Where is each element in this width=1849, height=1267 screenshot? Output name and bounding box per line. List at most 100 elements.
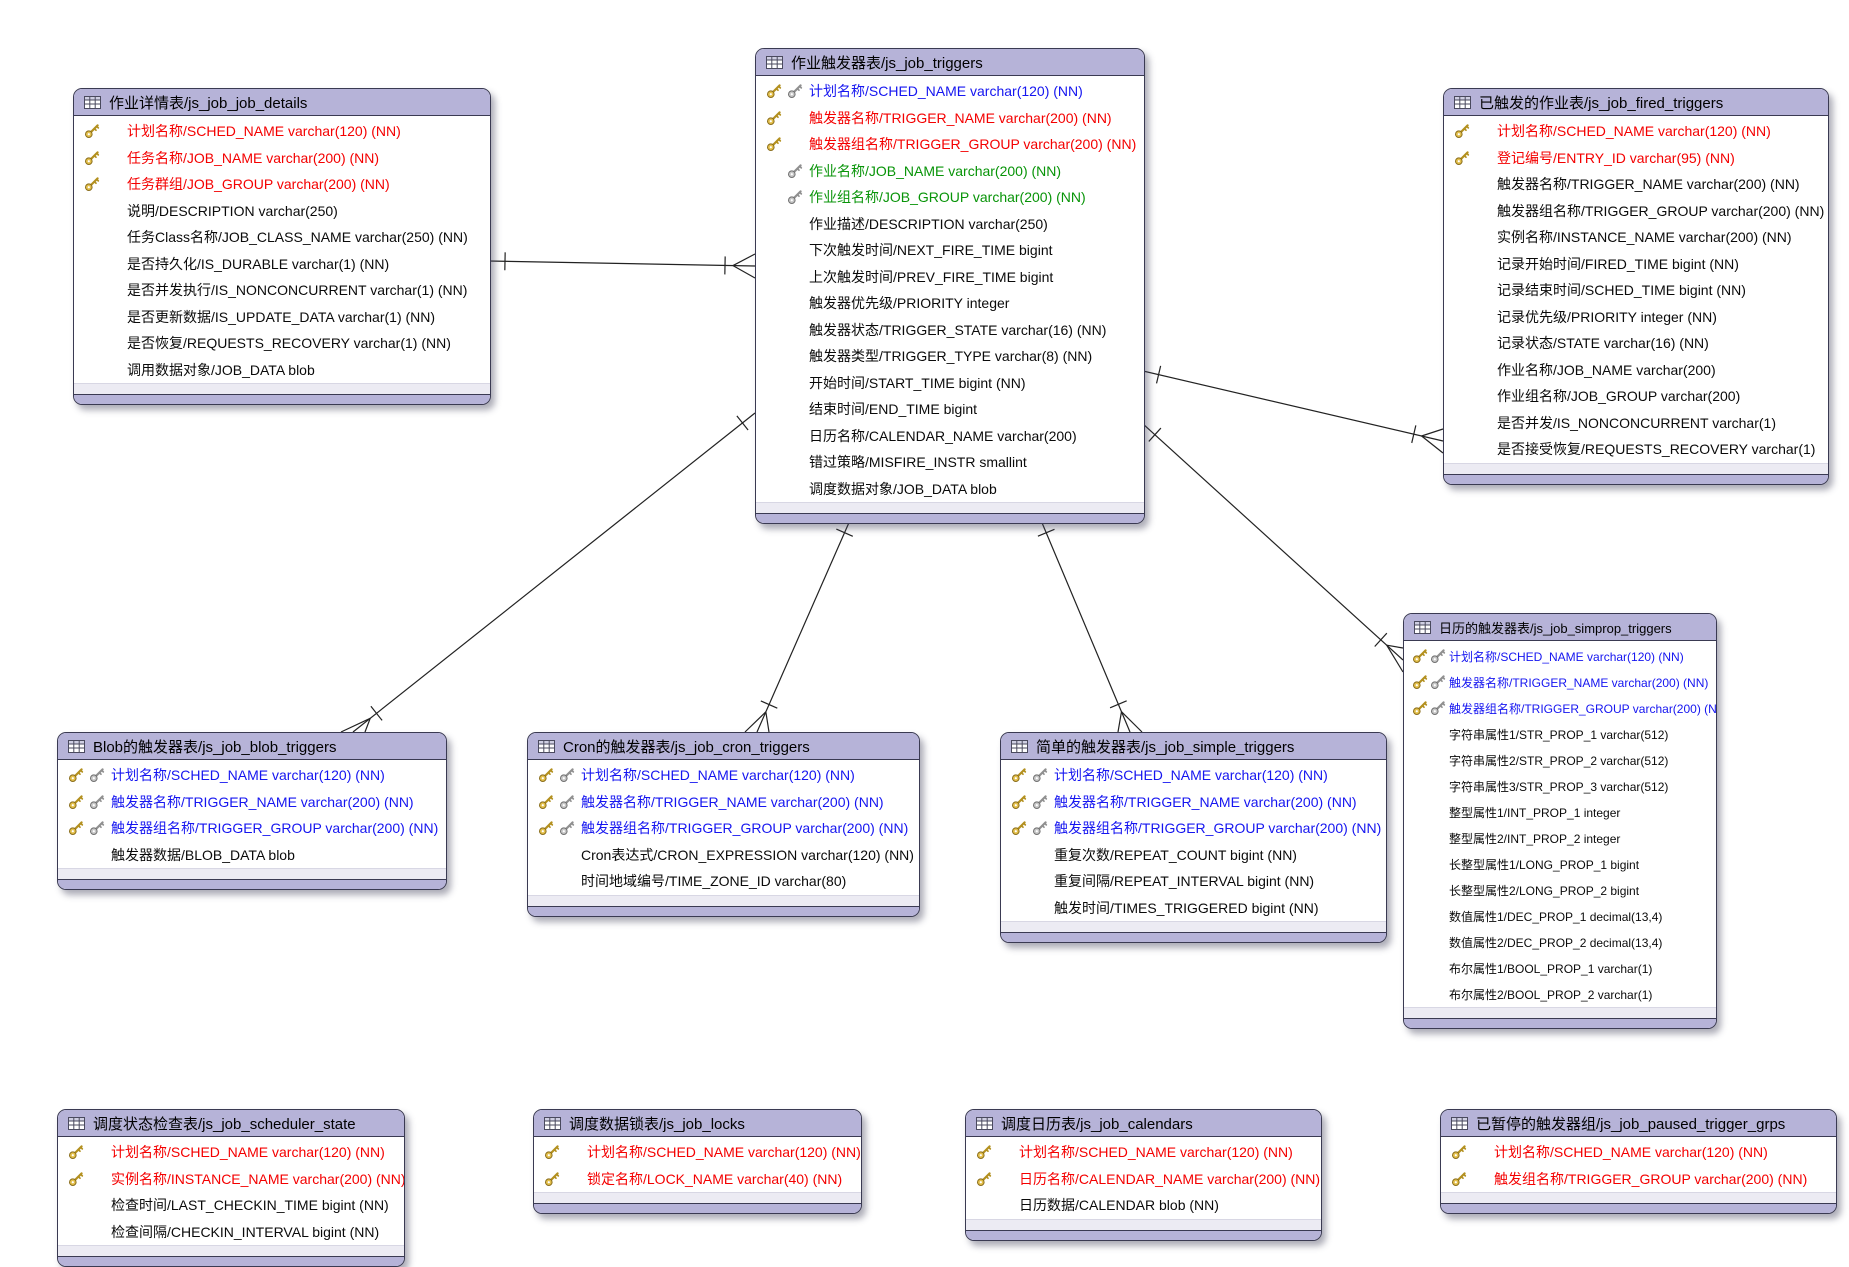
entity-footer-bar	[74, 394, 490, 404]
relationship-js_job_triggers-js_job_blob_triggers[interactable]	[340, 412, 756, 733]
pk-slot	[1454, 123, 1475, 139]
column-definition: 布尔属性1/BOOL_PROP_1 varchar(1)	[1449, 961, 1653, 976]
entity-header: Cron的触发器表/js_job_cron_triggers	[528, 733, 919, 760]
relationship-js_job_triggers-js_job_simple_triggers[interactable]	[1037, 517, 1143, 733]
entity-columns: 计划名称/SCHED_NAME varchar(120) (NN) 触发器名称/…	[756, 76, 1144, 502]
fk-slot	[787, 163, 808, 179]
table-icon	[544, 1116, 561, 1130]
column-definition: 检查间隔/CHECKIN_INTERVAL bigint (NN)	[111, 1223, 380, 1240]
entity-js_job_simprop_triggers[interactable]: 日历的触发器表/js_job_simprop_triggers 计划名称/SCH…	[1403, 613, 1717, 1029]
entity-js_job_triggers[interactable]: 作业触发器表/js_job_triggers 计划名称/SCHED_NAME v…	[755, 48, 1145, 524]
entity-footer-bar	[966, 1229, 1321, 1240]
column-row: 整型属性2/INT_PROP_2 integer	[1404, 825, 1716, 851]
column-definition: 字符串属性3/STR_PROP_3 varchar(512)	[1449, 779, 1669, 794]
entity-footer-strip	[74, 383, 490, 394]
column-definition: 错过策略/MISFIRE_INSTR smallint	[809, 454, 1027, 471]
pk-slot	[766, 136, 787, 152]
column-row: 是否恢复/REQUESTS_RECOVERY varchar(1) (NN)	[74, 330, 490, 357]
column-definition: 任务Class名称/JOB_CLASS_NAME varchar(250) (N…	[127, 229, 468, 246]
primary-key-icon	[545, 1172, 560, 1186]
column-definition: 数值属性2/DEC_PROP_2 decimal(13,4)	[1449, 935, 1663, 950]
column-definition: 作业名称/JOB_NAME varchar(200) (NN)	[809, 162, 1062, 179]
fk-slot	[1430, 700, 1448, 716]
column-definition: 作业描述/DESCRIPTION varchar(250)	[809, 215, 1048, 232]
entity-header: 已暂停的触发器组/js_job_paused_trigger_grps	[1441, 1110, 1836, 1137]
primary-key-icon	[1452, 1172, 1467, 1186]
pk-slot	[1451, 1171, 1472, 1187]
column-row: 数值属性2/DEC_PROP_2 decimal(13,4)	[1404, 929, 1716, 955]
column-definition: 说明/DESCRIPTION varchar(250)	[127, 202, 338, 219]
primary-key-icon	[539, 768, 554, 783]
column-definition: 是否并发执行/IS_NONCONCURRENT varchar(1) (NN)	[127, 282, 468, 299]
foreign-key-icon	[788, 190, 803, 205]
column-row: 重复间隔/REPEAT_INTERVAL bigint (NN)	[1001, 868, 1386, 895]
column-row: 作业名称/JOB_NAME varchar(200)	[1444, 357, 1828, 384]
column-definition: 任务群组/JOB_GROUP varchar(200) (NN)	[127, 176, 390, 193]
table-icon	[766, 55, 783, 69]
column-row: 触发器类型/TRIGGER_TYPE varchar(8) (NN)	[756, 343, 1144, 370]
entity-columns: 计划名称/SCHED_NAME varchar(120) (NN) 实例名称/I…	[58, 1137, 404, 1245]
entity-js_job_blob_triggers[interactable]: Blob的触发器表/js_job_blob_triggers 计划名称/SCHE…	[57, 732, 447, 890]
table-icon	[84, 95, 101, 109]
relationship-js_job_job_details-js_job_triggers[interactable]	[488, 252, 756, 279]
column-row: 重复次数/REPEAT_COUNT bigint (NN)	[1001, 842, 1386, 869]
entity-js_job_simple_triggers[interactable]: 简单的触发器表/js_job_simple_triggers 计划名称/SCHE…	[1000, 732, 1387, 943]
column-definition: 触发器组名称/TRIGGER_GROUP varchar(200) (NN)	[1449, 701, 1717, 716]
column-row: 触发器优先级/PRIORITY integer	[756, 290, 1144, 317]
column-definition: 记录开始时间/FIRED_TIME bigint (NN)	[1497, 255, 1739, 272]
entity-footer-strip	[1001, 921, 1386, 932]
column-row: 计划名称/SCHED_NAME varchar(120) (NN)	[58, 1139, 404, 1166]
relationship-js_job_triggers-js_job_fired_triggers[interactable]	[1142, 365, 1444, 454]
column-definition: 计划名称/SCHED_NAME varchar(120) (NN)	[1494, 1144, 1768, 1161]
entity-header: Blob的触发器表/js_job_blob_triggers	[58, 733, 446, 760]
column-definition: 触发器组名称/TRIGGER_GROUP varchar(200) (NN)	[809, 136, 1137, 153]
entity-js_job_calendars[interactable]: 调度日历表/js_job_calendars 计划名称/SCHED_NAME v…	[965, 1109, 1322, 1241]
primary-key-icon	[1452, 1145, 1467, 1160]
fk-slot	[1430, 648, 1448, 664]
column-definition: 结束时间/END_TIME bigint	[809, 401, 978, 418]
entity-js_job_cron_triggers[interactable]: Cron的触发器表/js_job_cron_triggers 计划名称/SCHE…	[527, 732, 920, 917]
foreign-key-icon	[1033, 795, 1048, 809]
column-row: 实例名称/INSTANCE_NAME varchar(200) (NN)	[58, 1166, 404, 1193]
relationship-js_job_triggers-js_job_simprop_triggers[interactable]	[1142, 423, 1404, 673]
column-definition: 触发器名称/TRIGGER_NAME varchar(200) (NN)	[111, 793, 414, 810]
column-row: 触发器名称/TRIGGER_NAME varchar(200) (NN)	[756, 105, 1144, 132]
column-definition: 日历名称/CALENDAR_NAME varchar(200) (NN)	[1019, 1170, 1321, 1187]
column-row: 计划名称/SCHED_NAME varchar(120) (NN)	[1441, 1139, 1836, 1166]
column-row: 触发器数据/BLOB_DATA blob	[58, 842, 446, 869]
entity-js_job_fired_triggers[interactable]: 已触发的作业表/js_job_fired_triggers 计划名称/SCHED…	[1443, 88, 1829, 485]
fk-slot	[559, 767, 580, 783]
column-row: 记录优先级/PRIORITY integer (NN)	[1444, 304, 1828, 331]
fk-slot	[559, 794, 580, 810]
column-row: 计划名称/SCHED_NAME varchar(120) (NN)	[1001, 762, 1386, 789]
column-row: 是否接受恢复/REQUESTS_RECOVERY varchar(1)	[1444, 436, 1828, 463]
relationship-js_job_triggers-js_job_cron_triggers[interactable]	[744, 517, 854, 733]
entity-header: 作业详情表/js_job_job_details	[74, 89, 490, 116]
entity-js_job_locks[interactable]: 调度数据锁表/js_job_locks 计划名称/SCHED_NAME varc…	[533, 1109, 862, 1214]
table-icon	[1451, 1116, 1468, 1130]
column-row: 触发时间/TIMES_TRIGGERED bigint (NN)	[1001, 895, 1386, 922]
column-row: 触发器名称/TRIGGER_NAME varchar(200) (NN)	[528, 789, 919, 816]
entity-js_job_scheduler_state[interactable]: 调度状态检查表/js_job_scheduler_state 计划名称/SCHE…	[57, 1109, 405, 1267]
entity-columns: 计划名称/SCHED_NAME varchar(120) (NN) 触发组名称/…	[1441, 1137, 1836, 1192]
column-row: 调用数据对象/JOB_DATA blob	[74, 357, 490, 384]
column-row: 记录结束时间/SCHED_TIME bigint (NN)	[1444, 277, 1828, 304]
entity-js_job_job_details[interactable]: 作业详情表/js_job_job_details 计划名称/SCHED_NAME…	[73, 88, 491, 405]
foreign-key-icon	[560, 768, 575, 783]
column-row: 记录开始时间/FIRED_TIME bigint (NN)	[1444, 251, 1828, 278]
primary-key-icon	[539, 795, 554, 809]
column-definition: 触发器名称/TRIGGER_NAME varchar(200) (NN)	[1054, 793, 1357, 810]
entity-title: 作业触发器表/js_job_triggers	[791, 54, 983, 72]
foreign-key-icon	[1033, 821, 1048, 836]
entity-js_job_paused_trigger_grps[interactable]: 已暂停的触发器组/js_job_paused_trigger_grps 计划名称…	[1440, 1109, 1837, 1214]
column-definition: 记录优先级/PRIORITY integer (NN)	[1497, 308, 1717, 325]
column-definition: 是否更新数据/IS_UPDATE_DATA varchar(1) (NN)	[127, 308, 436, 325]
column-row: 检查间隔/CHECKIN_INTERVAL bigint (NN)	[58, 1219, 404, 1246]
table-icon	[1414, 620, 1431, 634]
column-definition: 布尔属性2/BOOL_PROP_2 varchar(1)	[1449, 987, 1653, 1002]
entity-footer-bar	[534, 1203, 861, 1213]
column-definition: 触发器组名称/TRIGGER_GROUP varchar(200) (NN)	[1054, 820, 1382, 837]
column-row: 触发器组名称/TRIGGER_GROUP varchar(200) (NN)	[756, 131, 1144, 158]
column-definition: 计划名称/SCHED_NAME varchar(120) (NN)	[1497, 123, 1771, 140]
column-row: 任务群组/JOB_GROUP varchar(200) (NN)	[74, 171, 490, 198]
